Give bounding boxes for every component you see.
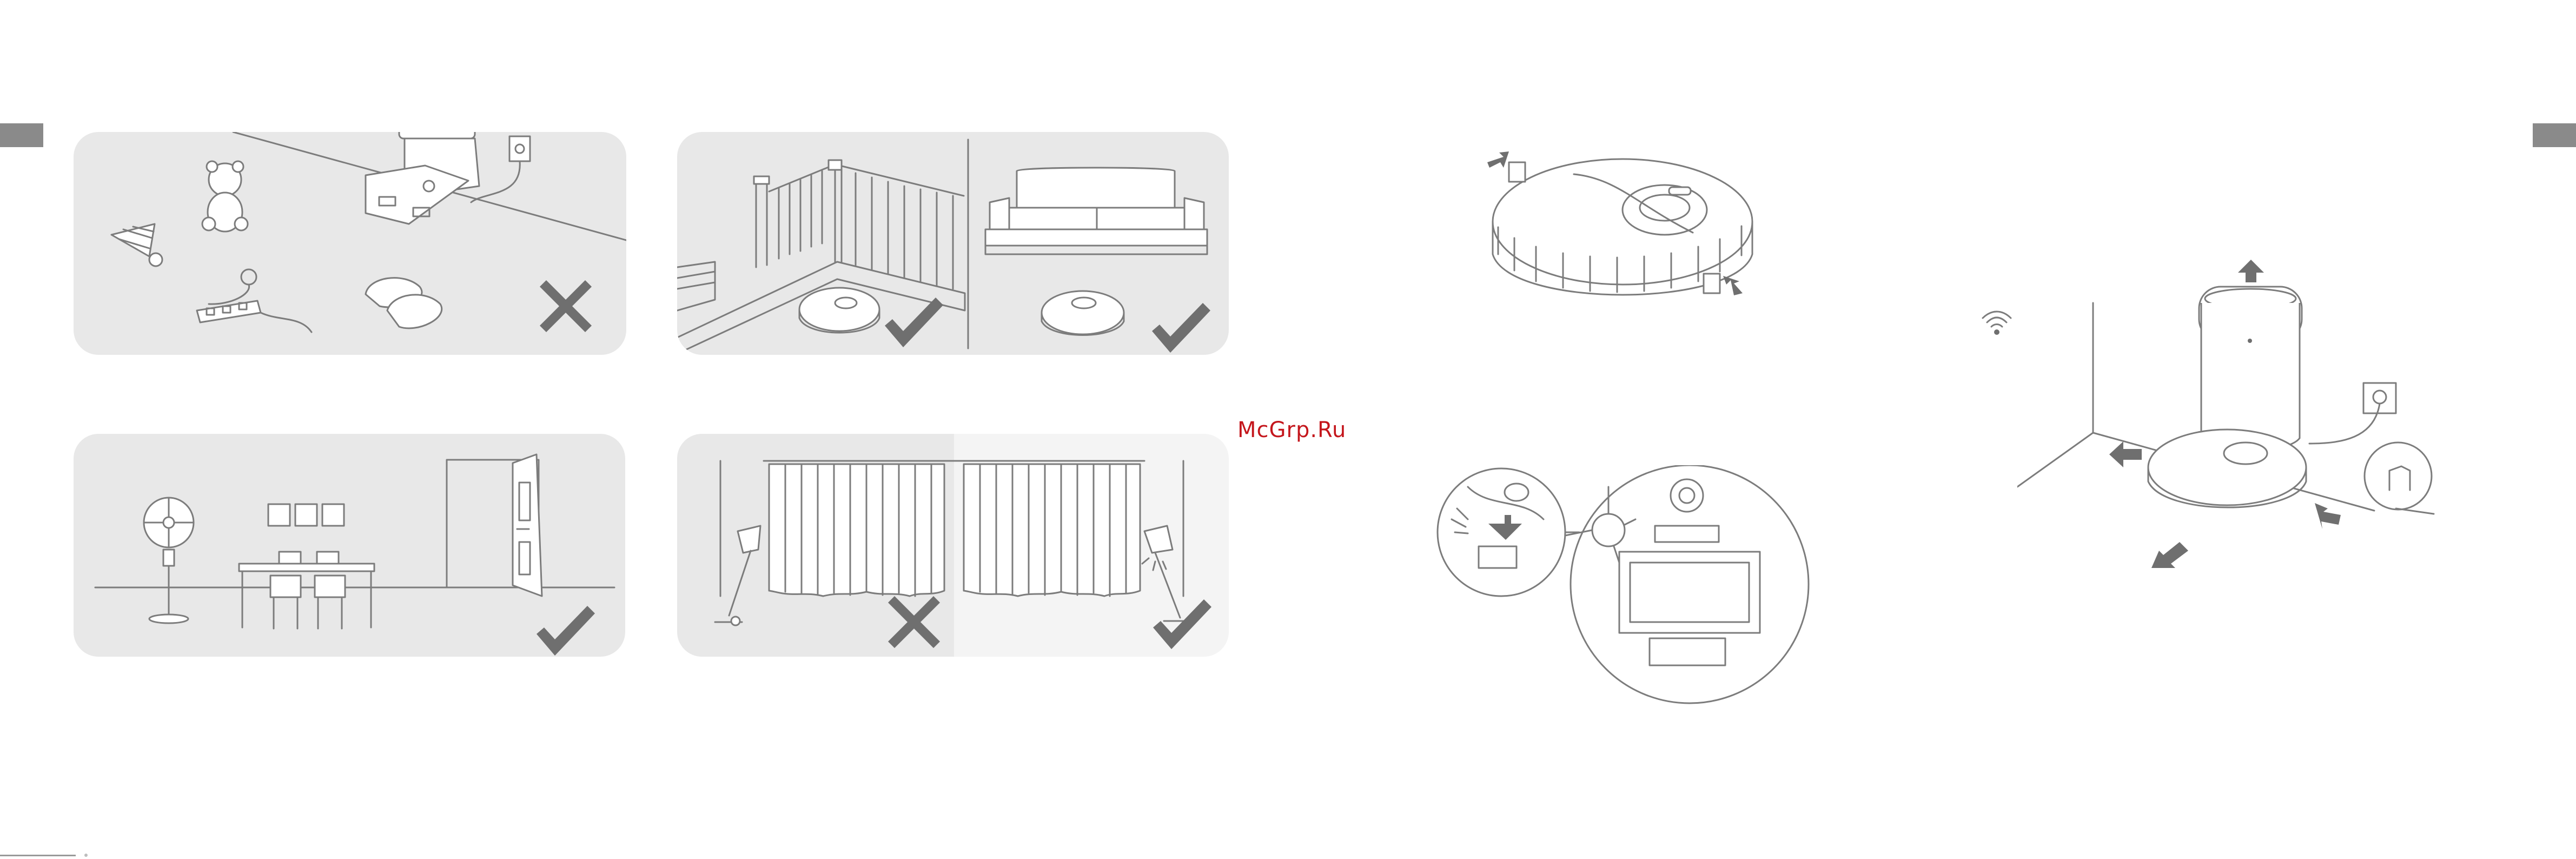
curtain-left [769,464,944,596]
robot-underside-illustration [1435,465,1814,714]
check-mark-icon [1152,303,1210,353]
panel-furniture-room [74,434,625,657]
check-mark-icon [1153,599,1211,649]
left-page-tab [0,123,43,147]
charging-dock-icon [366,132,530,224]
open-door-icon [447,454,542,596]
slippers-icon [366,278,442,328]
standing-fan-icon [144,498,194,623]
wifi-icon [1979,309,2014,336]
power-strip-icon [197,269,312,332]
wall-frame [295,504,317,526]
wall-frame [268,504,290,526]
wall-frame [322,504,344,526]
toy-bear-icon [202,161,248,232]
dining-table-icon [239,552,374,629]
panel-floor-obstacles [74,132,626,355]
panel-stairs-sofa [677,132,1229,355]
watermark-text: McGrp.Ru [1237,418,1346,442]
footer-dot [84,854,88,857]
check-mark-icon [537,606,595,656]
cross-mark-icon [540,280,592,332]
shuttlecock-icon [111,224,162,266]
sofa-illustration [985,168,1207,335]
right-page-tab [2533,123,2576,147]
panel-curtains [677,434,1229,657]
robot-vacuum-icon [799,288,879,333]
dock-placement-illustration [2017,254,2439,579]
footer-rule [0,855,76,856]
curtain-right [964,464,1140,596]
check-mark-icon [885,298,943,347]
side-brush-removal-illustration [1476,146,1769,341]
